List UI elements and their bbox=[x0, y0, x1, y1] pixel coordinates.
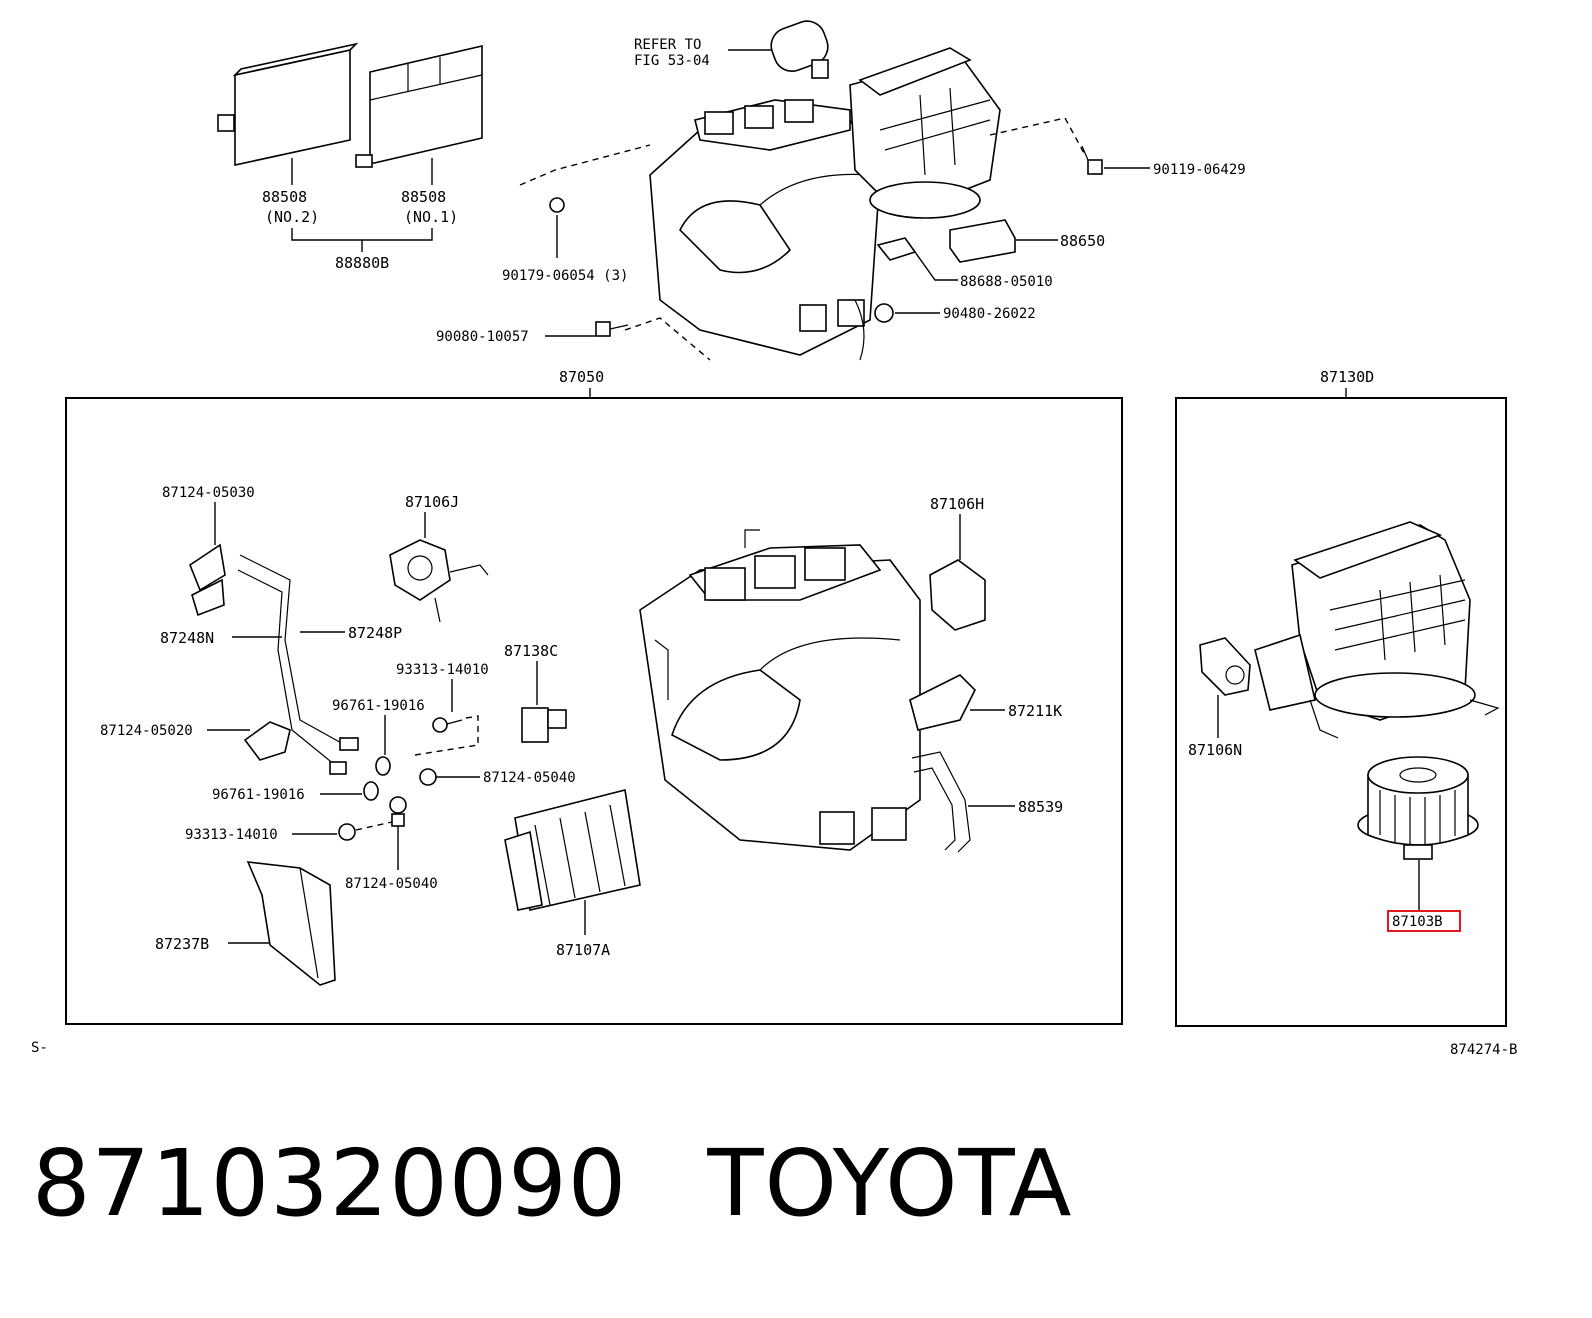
servo-motor-j-icon bbox=[389, 539, 489, 623]
part-caption: 8710320090 TOYOTA bbox=[32, 1130, 1073, 1237]
brand-name: TOYOTA bbox=[707, 1130, 1073, 1237]
label-93313-14010-b: 93313-14010 bbox=[185, 827, 278, 843]
label-88650: 88650 bbox=[1060, 232, 1105, 250]
heater-unit-top bbox=[649, 99, 881, 361]
label-87106j: 87106J bbox=[405, 493, 459, 511]
label-87248n: 87248N bbox=[160, 629, 214, 647]
motor-highlight-box bbox=[1387, 910, 1461, 932]
sensor-c-icon bbox=[521, 707, 567, 743]
label-90179-06054: 90179-06054 (3) bbox=[502, 268, 628, 284]
blower-motor-icon bbox=[1357, 756, 1479, 860]
part-number: 8710320090 bbox=[32, 1130, 628, 1237]
duct-seal bbox=[770, 20, 829, 72]
label-88688-05010: 88688-05010 bbox=[960, 274, 1053, 290]
heater-pipe-icon bbox=[237, 554, 359, 775]
label-96761-19016-b: 96761-19016 bbox=[212, 787, 305, 803]
grommet-icon bbox=[874, 303, 894, 323]
label-87124-05020: 87124-05020 bbox=[100, 723, 193, 739]
drain-hose-icon bbox=[911, 751, 971, 853]
box-main-frame bbox=[65, 397, 1123, 1025]
label-90480-26022: 90480-26022 bbox=[943, 306, 1036, 322]
heater-core-icon bbox=[504, 789, 641, 911]
clamp-05040-b-icon bbox=[389, 796, 407, 827]
label-93313-14010-a: 93313-14010 bbox=[396, 662, 489, 678]
box-blower-frame bbox=[1175, 397, 1507, 1027]
label-88880b: 88880B bbox=[335, 254, 389, 272]
cabin-filter-no2 bbox=[217, 42, 359, 166]
blower-unit-assembly bbox=[1254, 521, 1500, 739]
cover-87237b-icon bbox=[246, 861, 336, 986]
cabin-filter-no1 bbox=[355, 44, 483, 168]
pipe-clamp-lower-icon bbox=[243, 721, 291, 761]
footer-right-code: 874274-B bbox=[1450, 1042, 1517, 1058]
label-refer-fig: FIG 53-04 bbox=[634, 53, 710, 69]
footer-left-code: S- bbox=[31, 1040, 48, 1056]
screw-right-icon bbox=[1081, 145, 1103, 175]
label-87248p: 87248P bbox=[348, 624, 402, 642]
label-87106n: 87106N bbox=[1188, 741, 1242, 759]
clip-icon bbox=[549, 197, 565, 213]
label-87138c: 87138C bbox=[504, 642, 558, 660]
blower-unit-top bbox=[811, 47, 1001, 219]
pipe-clamp-upper-icon bbox=[189, 543, 226, 617]
label-87103b[interactable]: 87103B bbox=[1392, 914, 1443, 930]
servo-motor-h-icon bbox=[929, 559, 986, 631]
servo-motor-n-icon bbox=[1199, 637, 1251, 696]
label-96761-19016-a: 96761-19016 bbox=[332, 698, 425, 714]
label-87124-05030: 87124-05030 bbox=[162, 485, 255, 501]
label-87211k: 87211K bbox=[1008, 702, 1062, 720]
label-87124-05040-b: 87124-05040 bbox=[345, 876, 438, 892]
bolt-a-icon bbox=[432, 717, 463, 733]
label-88508-no2: 88508 bbox=[262, 188, 307, 206]
label-88508-no2-sub: (NO.2) bbox=[265, 208, 319, 226]
label-87237b: 87237B bbox=[155, 935, 209, 953]
label-90119-06429: 90119-06429 bbox=[1153, 162, 1246, 178]
label-87124-05040-a: 87124-05040 bbox=[483, 770, 576, 786]
duct-87211k-icon bbox=[909, 674, 976, 731]
box-blower-title: 87130D bbox=[1320, 368, 1374, 386]
o-ring-a-icon bbox=[375, 756, 391, 776]
label-87106h: 87106H bbox=[930, 495, 984, 513]
label-refer-to: REFER TO bbox=[634, 37, 701, 53]
clamp-05040-a-icon bbox=[419, 768, 437, 786]
bracket-icon bbox=[876, 237, 917, 261]
screw-left-icon bbox=[595, 321, 629, 337]
label-90080-10057: 90080-10057 bbox=[436, 329, 529, 345]
label-88539: 88539 bbox=[1018, 798, 1063, 816]
bolt-b-icon bbox=[338, 821, 393, 841]
label-88508-no1-sub: (NO.1) bbox=[404, 208, 458, 226]
label-87107a: 87107A bbox=[556, 941, 610, 959]
o-ring-b-icon bbox=[363, 781, 379, 801]
amplifier-icon bbox=[949, 219, 1016, 263]
box-main-title: 87050 bbox=[559, 368, 604, 386]
label-88508-no1: 88508 bbox=[401, 188, 446, 206]
heater-unit-main bbox=[639, 529, 921, 851]
